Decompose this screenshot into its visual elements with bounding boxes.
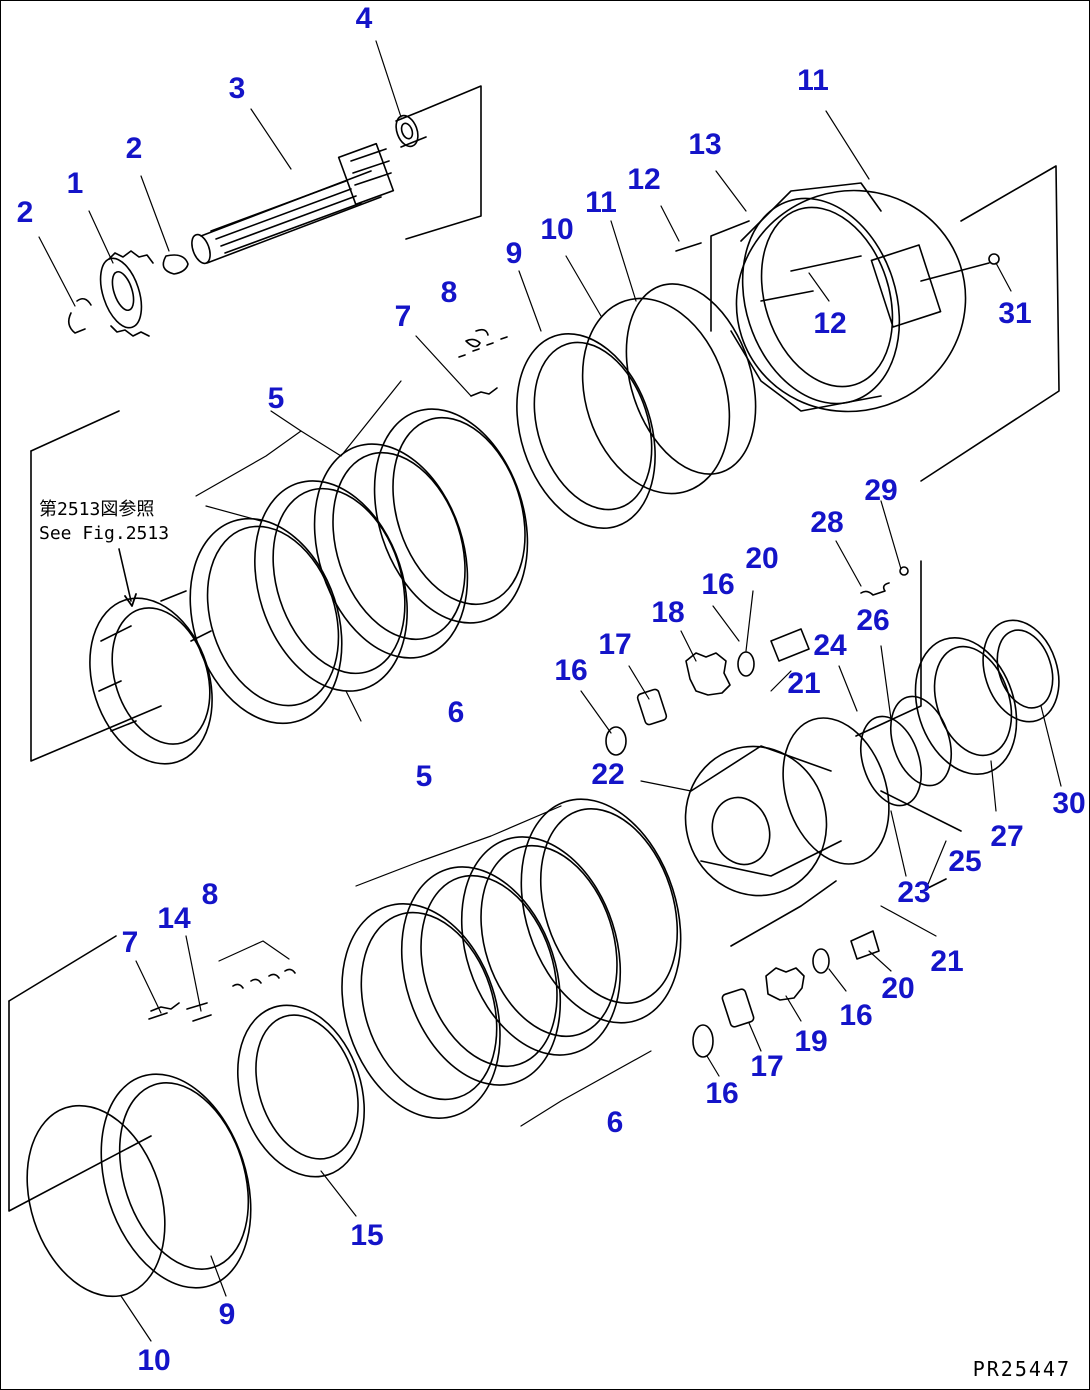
callout-23[interactable]: 23 [897, 876, 931, 909]
callout-16[interactable]: 16 [705, 1077, 739, 1110]
callout-12[interactable]: 12 [813, 307, 847, 340]
reference-note-english: See Fig.2513 [39, 523, 170, 544]
upper-clutch-plates [89, 283, 757, 765]
callout-6[interactable]: 6 [447, 696, 465, 729]
callout-10[interactable]: 10 [540, 213, 574, 246]
callout-20[interactable]: 20 [881, 972, 915, 1005]
callout-7[interactable]: 7 [394, 300, 412, 333]
group-frame-lines [8, 85, 1060, 1212]
callout-22[interactable]: 22 [591, 758, 625, 791]
reference-arrow [118, 548, 137, 607]
callout-11[interactable]: 11 [585, 186, 617, 219]
callout-6[interactable]: 6 [606, 1106, 624, 1139]
callout-16[interactable]: 16 [554, 654, 588, 687]
shaft-assembly [67, 110, 427, 337]
callout-7[interactable]: 7 [121, 926, 139, 959]
lower-clutch-assembly [26, 566, 1060, 1298]
callout-31[interactable]: 31 [998, 297, 1032, 330]
callout-16[interactable]: 16 [701, 568, 735, 601]
callout-4[interactable]: 4 [355, 2, 373, 35]
drawing-id: PR25447 [972, 1357, 1071, 1381]
callout-27[interactable]: 27 [990, 820, 1024, 853]
callout-25[interactable]: 25 [948, 845, 982, 878]
callout-15[interactable]: 15 [350, 1219, 384, 1252]
callout-29[interactable]: 29 [864, 474, 898, 507]
callout-17[interactable]: 17 [750, 1050, 784, 1083]
callout-3[interactable]: 3 [228, 72, 246, 105]
callout-9[interactable]: 9 [218, 1298, 236, 1331]
callout-18[interactable]: 18 [651, 596, 685, 629]
callout-12[interactable]: 12 [627, 163, 661, 196]
callout-19[interactable]: 19 [794, 1025, 828, 1058]
callout-20[interactable]: 20 [745, 542, 779, 575]
callout-21[interactable]: 21 [787, 667, 821, 700]
callout-26[interactable]: 26 [856, 604, 890, 637]
callout-9[interactable]: 9 [505, 237, 523, 270]
callout-8[interactable]: 8 [440, 276, 458, 309]
callout-24[interactable]: 24 [813, 629, 847, 662]
callout-2[interactable]: 2 [125, 132, 143, 165]
callout-2[interactable]: 2 [16, 196, 34, 229]
reference-note-japanese: 第2513図参照 [39, 499, 155, 520]
callout-17[interactable]: 17 [598, 628, 632, 661]
callout-5[interactable]: 5 [415, 760, 433, 793]
callout-5[interactable]: 5 [267, 382, 285, 415]
callout-8[interactable]: 8 [201, 878, 219, 911]
callout-11[interactable]: 11 [797, 64, 829, 97]
callout-21[interactable]: 21 [930, 945, 964, 978]
callout-13[interactable]: 13 [688, 128, 722, 161]
callout-30[interactable]: 30 [1052, 787, 1086, 820]
callout-1[interactable]: 1 [66, 167, 84, 200]
leader-lines [38, 40, 1062, 1342]
clutch-housing [675, 182, 1000, 413]
callout-16[interactable]: 16 [839, 999, 873, 1032]
callout-10[interactable]: 10 [137, 1344, 171, 1377]
callout-28[interactable]: 28 [810, 506, 844, 539]
callout-14[interactable]: 14 [157, 902, 191, 935]
